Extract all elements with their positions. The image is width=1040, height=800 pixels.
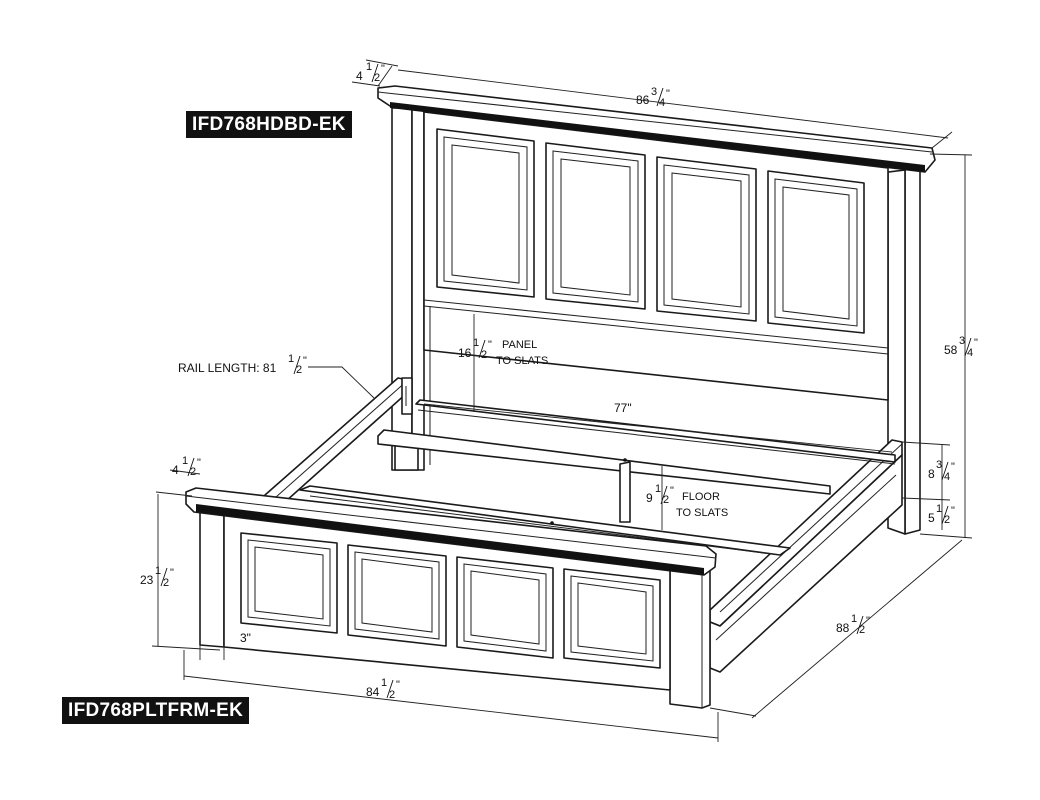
svg-text:2: 2 xyxy=(481,349,487,361)
svg-text:1: 1 xyxy=(381,677,387,689)
headboard xyxy=(377,85,936,535)
svg-text:": " xyxy=(303,355,307,367)
svg-text:1: 1 xyxy=(182,455,188,467)
svg-text:": " xyxy=(381,63,385,75)
svg-text:PANEL: PANEL xyxy=(502,339,537,351)
svg-text:": " xyxy=(666,88,670,100)
dim-footboard-height: 23 1 2 " xyxy=(140,565,174,589)
dim-inner-width: 77" xyxy=(614,401,632,415)
dim-rail-length: RAIL LENGTH: 81 1 2 " xyxy=(178,353,307,376)
svg-text:": " xyxy=(170,567,174,579)
platform-model-label: IFD768PLTFRM-EK xyxy=(62,697,250,724)
dim-headboard-height: 58 3 4 " xyxy=(944,335,978,359)
svg-text:23: 23 xyxy=(140,573,154,587)
svg-text:9: 9 xyxy=(646,491,653,505)
side-rails xyxy=(264,377,903,673)
svg-text:1: 1 xyxy=(288,353,294,365)
dim-headboard-width: 86 3 4 " xyxy=(636,86,670,109)
headboard-panels xyxy=(436,128,865,334)
svg-text:": " xyxy=(488,339,492,351)
svg-text:3: 3 xyxy=(959,335,965,347)
svg-text:": " xyxy=(396,679,400,691)
svg-text:RAIL LENGTH: 81: RAIL LENGTH: 81 xyxy=(178,361,277,375)
fraction-slashes xyxy=(160,63,972,699)
svg-text:": " xyxy=(974,337,978,349)
svg-text:TO SLATS: TO SLATS xyxy=(676,507,728,519)
footboard-panels xyxy=(240,532,661,669)
svg-text:": " xyxy=(951,505,955,517)
svg-text:2: 2 xyxy=(296,364,302,376)
svg-text:4: 4 xyxy=(944,471,950,483)
svg-text:2: 2 xyxy=(663,494,669,506)
svg-text:58: 58 xyxy=(944,343,958,357)
svg-text:2: 2 xyxy=(944,514,950,526)
svg-text:TO SLATS: TO SLATS xyxy=(496,355,548,367)
svg-text:1: 1 xyxy=(473,337,479,349)
svg-text:4: 4 xyxy=(172,463,179,477)
headboard-model-label: IFD768HDBD-EK xyxy=(186,111,352,138)
dim-footboard-top-depth: 4 1 2 " xyxy=(172,455,201,478)
svg-text:84: 84 xyxy=(366,685,380,699)
svg-text:1: 1 xyxy=(155,565,161,577)
svg-text:4: 4 xyxy=(659,97,665,109)
svg-text:2: 2 xyxy=(389,689,395,701)
svg-text:1: 1 xyxy=(366,61,372,73)
dim-floor-to-slats: 9 1 2 " FLOOR TO SLATS xyxy=(646,483,728,519)
dim-headboard-top-depth: 4 1 2 " xyxy=(356,61,385,84)
dim-rail-clearance: 5 1 2 " xyxy=(928,503,955,526)
footboard xyxy=(185,487,717,709)
svg-text:86: 86 xyxy=(636,93,650,107)
dimension-lines xyxy=(151,59,973,742)
svg-text:1: 1 xyxy=(936,503,942,515)
dim-footboard-width: 84 1 2 " xyxy=(366,677,400,701)
svg-text:": " xyxy=(670,485,674,497)
svg-text:3: 3 xyxy=(651,86,657,98)
svg-text:2: 2 xyxy=(859,624,865,636)
svg-text:2: 2 xyxy=(190,466,196,478)
svg-text:1: 1 xyxy=(851,613,857,625)
svg-text:4: 4 xyxy=(356,69,363,83)
svg-text:4: 4 xyxy=(967,347,973,359)
dim-panel-to-slats: 16 1 2 " PANEL TO SLATS xyxy=(458,337,548,367)
svg-text:3: 3 xyxy=(936,459,942,471)
svg-text:2: 2 xyxy=(374,72,380,84)
svg-text:": " xyxy=(951,461,955,473)
svg-text:": " xyxy=(866,615,870,627)
svg-text:FLOOR: FLOOR xyxy=(682,491,720,503)
svg-text:5: 5 xyxy=(928,511,935,525)
dim-overall-length: 88 1 2 " xyxy=(836,613,870,636)
dim-rail-height: 8 3 4 " xyxy=(928,459,955,483)
dim-leg-width: 3" xyxy=(240,631,251,645)
svg-text:": " xyxy=(197,457,201,469)
svg-text:1: 1 xyxy=(655,483,661,495)
svg-text:16: 16 xyxy=(458,346,472,360)
svg-text:88: 88 xyxy=(836,621,850,635)
svg-text:8: 8 xyxy=(928,467,935,481)
svg-text:2: 2 xyxy=(163,577,169,589)
